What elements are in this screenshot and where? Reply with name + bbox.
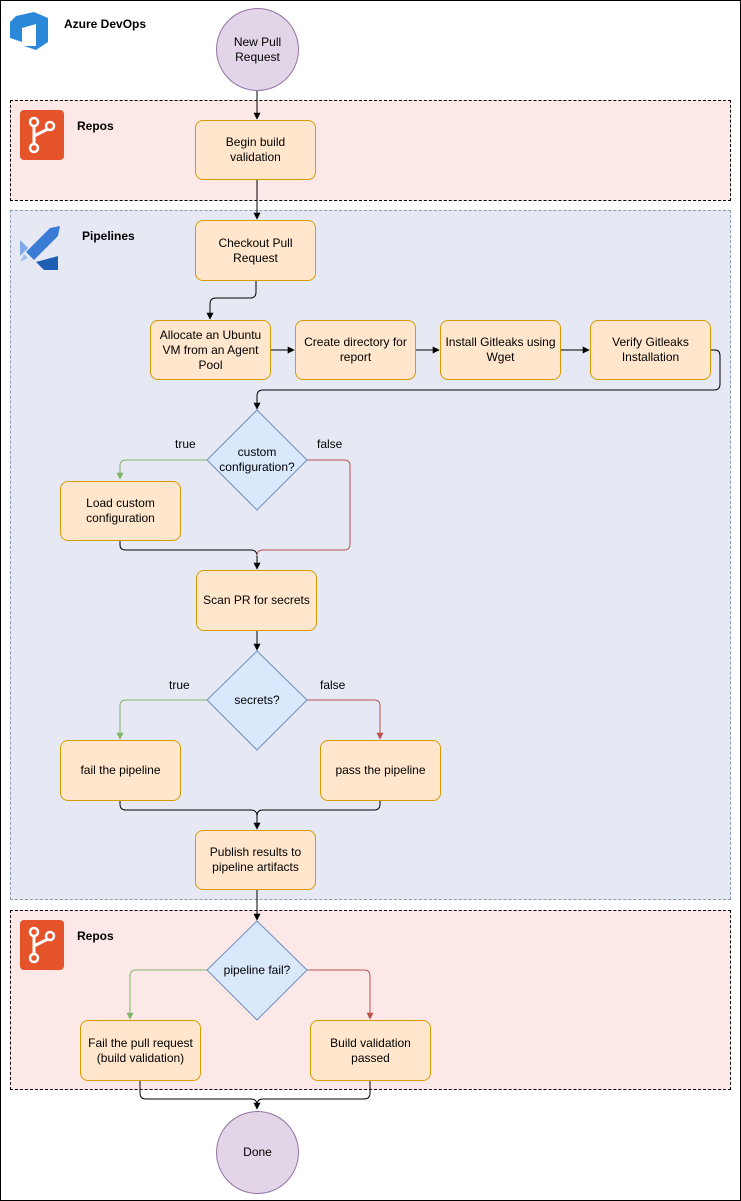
publish-results: Publish results to pipeline artifacts xyxy=(195,830,316,890)
edge-pipefail-false xyxy=(307,969,374,1020)
secrets-false-label: false xyxy=(320,678,346,692)
new-pull-request-node: New Pull Request xyxy=(216,8,299,91)
edge-load-scan xyxy=(119,541,261,570)
repos-lane-title: Repos xyxy=(77,119,114,133)
scan-pr-for-secrets: Scan PR for secrets xyxy=(196,570,317,631)
pipelines-lane-title: Pipelines xyxy=(82,229,135,243)
edge-pass-publish xyxy=(256,801,381,817)
install-gitleaks: Install Gitleaks using Wget xyxy=(440,320,561,380)
edge-secrets-true xyxy=(116,699,207,740)
edge-verify-decision xyxy=(253,349,721,410)
allocate-ubuntu-vm: Allocate an Ubuntu VM from an Agent Pool xyxy=(150,320,271,380)
edge-failpr-done xyxy=(139,1081,261,1110)
custom-config-diamond xyxy=(206,409,308,511)
edge-pipefail-true xyxy=(126,969,207,1020)
custom-config-true-label: true xyxy=(175,437,196,451)
create-report-directory: Create directory for report xyxy=(295,320,416,380)
done-node: Done xyxy=(216,1111,299,1194)
edge-passed-done xyxy=(256,1081,371,1106)
checkout-pull-request: Checkout Pull Request xyxy=(195,220,316,281)
load-custom-configuration: Load custom configuration xyxy=(60,481,181,541)
edge-fail-publish xyxy=(119,801,261,830)
verify-gitleaks: Verify Gitleaks Installation xyxy=(590,320,711,380)
build-validation-passed: Build validation passed xyxy=(310,1020,431,1081)
secrets-decision-label: secrets? xyxy=(234,692,280,707)
edge-secrets-false xyxy=(307,699,384,740)
pass-the-pipeline: pass the pipeline xyxy=(320,740,441,801)
secrets-diamond xyxy=(206,650,308,751)
repos-lane-title: Repos xyxy=(77,929,114,943)
fail-pull-request: Fail the pull request (build validation) xyxy=(80,1020,201,1081)
fail-the-pipeline: fail the pipeline xyxy=(60,740,181,801)
custom-config-decision-label: custom configuration? xyxy=(219,445,295,474)
app-title: Azure DevOps xyxy=(64,17,147,31)
pipeline-fail-diamond xyxy=(206,920,308,1021)
custom-config-false-label: false xyxy=(317,437,343,451)
edge-custom-true xyxy=(116,459,207,480)
secrets-true-label: true xyxy=(169,678,190,692)
pipeline-fail-decision-label: pipeline fail? xyxy=(223,962,291,977)
edge-custom-false xyxy=(256,459,351,557)
repos-lane-top xyxy=(10,100,731,201)
edge-checkout-allocate xyxy=(206,281,257,320)
begin-build-validation: Begin build validation xyxy=(195,120,316,180)
